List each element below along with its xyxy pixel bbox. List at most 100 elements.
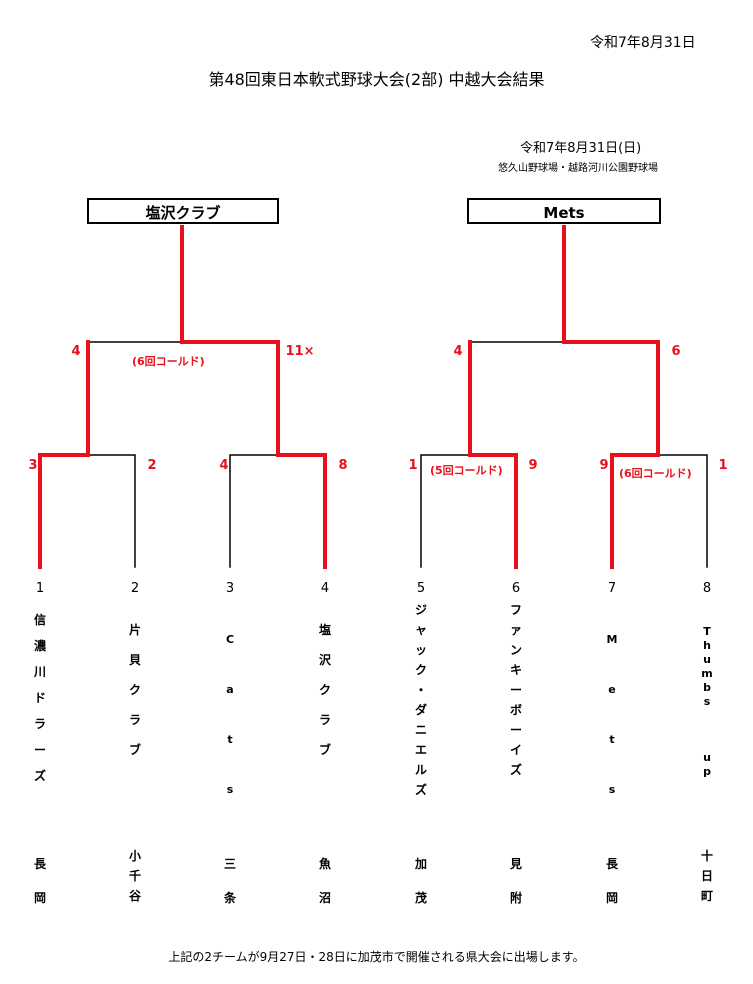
team-name-char: ラ: [33, 717, 46, 731]
team-name-char: キ: [509, 663, 522, 677]
team-name-char: C: [225, 633, 235, 646]
bracket-line: [87, 454, 136, 568]
score-m4-b: 1: [718, 458, 728, 473]
team-town-char: 附: [509, 891, 522, 905]
team-town-char: 千: [128, 869, 141, 883]
team-name-char: a: [226, 683, 234, 696]
score-m3-a: 1: [408, 458, 418, 473]
page-title: 第48回東日本軟式野球大会(2部) 中越大会結果: [208, 70, 545, 89]
team-name-char: t: [227, 733, 233, 746]
team-name-char: ダ: [414, 703, 427, 717]
team-name-char: ズ: [414, 783, 427, 797]
team-name-char: ク: [318, 683, 331, 697]
team-name-char: ァ: [509, 623, 522, 637]
team-name-char: u: [703, 653, 711, 666]
team-number: 5: [416, 581, 426, 596]
team-name-char: e: [608, 683, 616, 696]
score-left-semi-a: 4: [71, 344, 81, 359]
winner-box-right: Mets: [467, 198, 661, 224]
team-name-char: 塩: [318, 623, 331, 637]
team-name-char: ー: [509, 683, 522, 697]
team-number: 1: [35, 581, 45, 596]
team-number: 3: [225, 581, 235, 596]
team-name-char: 沢: [318, 653, 331, 667]
note-m4: (6回コールド): [619, 467, 692, 480]
venue-text: 悠久山野球場・越路河川公園野球場: [498, 163, 658, 174]
team-number: 8: [702, 581, 712, 596]
score-m2-b: 8: [338, 458, 348, 473]
footer-note: 上記の2チームが9月27日・28日に加茂市で開催される県大会に出場します。: [168, 950, 585, 964]
team-name-char: ニ: [414, 723, 427, 737]
team-name-char: s: [703, 695, 711, 708]
team-number: 2: [130, 581, 140, 596]
team-name-char: ズ: [33, 769, 46, 783]
team-town-char: 岡: [605, 891, 618, 905]
team-name-char: ボ: [509, 703, 522, 717]
bracket-line: [657, 454, 708, 568]
team-name-char: t: [609, 733, 615, 746]
team-town-char: 加: [414, 857, 427, 871]
team-number: 7: [607, 581, 617, 596]
team-name-char: ブ: [318, 743, 331, 757]
header-date: 令和7年8月31日: [590, 35, 696, 51]
team-name-char: s: [226, 783, 234, 796]
team-town-char: 日: [700, 869, 713, 883]
team-name-char: フ: [509, 603, 522, 617]
team-name-char: ラ: [318, 713, 331, 727]
bracket-line: [229, 454, 279, 568]
team-name-char: ー: [509, 723, 522, 737]
team-name-char: ッ: [414, 643, 427, 657]
note-left-semi: (6回コールド): [132, 355, 205, 368]
score-m1-b: 2: [147, 458, 157, 473]
team-name-char: M: [606, 633, 618, 646]
team-name-char: ク: [414, 663, 427, 677]
team-town-char: 岡: [33, 891, 46, 905]
score-m3-b: 9: [528, 458, 538, 473]
team-name-char: u: [703, 751, 711, 764]
team-name-char: b: [703, 681, 711, 694]
team-name-char: ド: [33, 691, 46, 705]
team-town-char: 見: [509, 857, 522, 871]
team-town-char: 長: [605, 857, 618, 871]
match-date: 令和7年8月31日(日): [520, 141, 642, 156]
winner-path: [562, 225, 660, 569]
team-name-char: s: [608, 783, 616, 796]
team-town-char: 茂: [414, 891, 427, 905]
team-name-char: ラ: [128, 713, 141, 727]
team-name-char: ン: [509, 643, 522, 657]
team-town-char: 沼: [318, 891, 331, 905]
winner-path: [468, 340, 518, 569]
team-name-char: ル: [414, 763, 427, 777]
winner-path: [180, 225, 327, 569]
team-town-char: 小: [128, 849, 141, 863]
team-town-char: 谷: [128, 889, 141, 903]
team-town-char: 十: [700, 849, 713, 863]
score-m2-a: 4: [219, 458, 229, 473]
team-name-char: 川: [33, 665, 46, 679]
team-name-char: ・: [414, 683, 427, 697]
score-left-semi-b: 11×: [285, 344, 315, 359]
winner-path: [38, 340, 90, 569]
team-name-char: ズ: [509, 763, 522, 777]
team-name-char: 片: [128, 623, 141, 637]
team-name-char: T: [703, 625, 711, 638]
team-name-char: イ: [509, 743, 522, 757]
team-name-char: エ: [414, 743, 427, 757]
team-name-char: 濃: [33, 639, 46, 653]
team-number: 4: [320, 581, 330, 596]
score-right-semi-b: 6: [671, 344, 681, 359]
team-name-char: m: [701, 667, 713, 680]
team-town-char: 長: [33, 857, 46, 871]
team-town-char: 条: [223, 891, 236, 905]
score-right-semi-a: 4: [453, 344, 463, 359]
team-name-char: ブ: [128, 743, 141, 757]
note-m3: (5回コールド): [430, 464, 503, 477]
bracket-line: [420, 454, 471, 568]
winner-box-left: 塩沢クラブ: [87, 198, 279, 224]
team-name-char: ャ: [414, 623, 427, 637]
team-town-char: 三: [223, 857, 236, 871]
team-name-char: ー: [33, 743, 46, 757]
team-name-char: ク: [128, 683, 141, 697]
score-m1-a: 3: [28, 458, 38, 473]
